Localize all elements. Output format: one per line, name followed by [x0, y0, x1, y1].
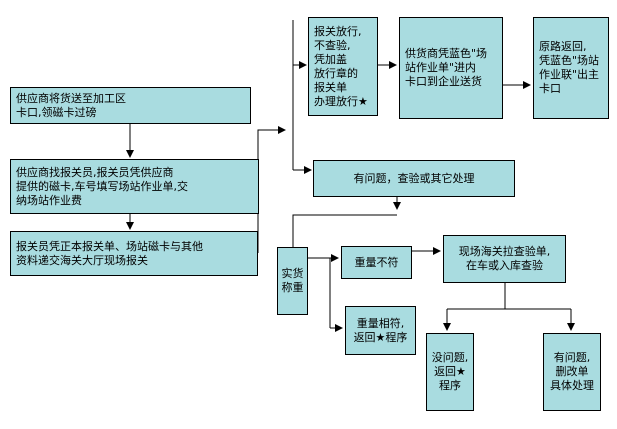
node-text-line: 报关放行, — [314, 24, 362, 38]
node-text-line: 供货商凭蓝色"场 — [405, 47, 488, 60]
node-text-line: 在车或入库查验 — [466, 259, 543, 272]
node-text-line: 站作业单"进内 — [405, 61, 477, 74]
node-text-line: 报关单 — [314, 80, 347, 94]
node-text-line: 凭加盖 — [314, 52, 347, 66]
node-text-line: 报关员凭正本报关单、场站磁卡与其他 — [16, 239, 203, 253]
node-text-line: 供应商找报关员,报关员凭供应商 — [16, 165, 174, 179]
node-text-line: 卡口,领磁卡过磅 — [16, 105, 97, 119]
connector-to-b8 — [292, 214, 397, 247]
node-text-line: 具体处理 — [550, 379, 594, 392]
node-text-line: 办理放行★ — [314, 94, 368, 108]
node-supplier-delivery: 供应商将货送至加工区 卡口,领磁卡过磅 — [10, 87, 251, 124]
node-text-line: 现场海关拉查验单, — [458, 245, 551, 258]
node-text-line: 程序 — [439, 379, 461, 392]
node-text-line: 返回★程序 — [353, 330, 408, 344]
node-submit-declaration: 报关员凭正本报关单、场站磁卡与其他 资料递交海关大厅现场报关 — [10, 231, 258, 276]
node-text-line: 不查验, — [314, 38, 351, 52]
node-text-line: 有问题, — [553, 351, 591, 364]
node-weight-match: 重量相符, 返回★程序 — [345, 306, 416, 355]
node-release-no-inspection: 报关放行, 不查验, 凭加盖 放行章的 报关单 办理放行★ — [308, 17, 378, 116]
node-text-line: 称重 — [281, 281, 304, 294]
node-weight-mismatch: 重量不符 — [341, 246, 412, 279]
node-has-problem: 有问题, 删改单 具体处理 — [543, 333, 601, 411]
node-text-line: 资料递交海关大厅现场报关 — [16, 253, 148, 267]
node-text-line: 供应商将货送至加工区 — [16, 91, 126, 105]
arrow-b3-split — [257, 126, 286, 253]
node-text-line: 没问题, — [431, 351, 469, 364]
node-text-line: 作业联"出主 — [539, 68, 600, 81]
node-text-line: 返回★ — [434, 365, 466, 378]
node-text-line: 凭蓝色"场站 — [539, 54, 600, 67]
node-no-problem: 没问题, 返回★ 程序 — [426, 333, 474, 411]
node-customs-broker-form: 供应商找报关员,报关员凭供应商 提供的磁卡,车号填写场站作业单,交 纳场站作业费 — [10, 159, 259, 214]
node-text-line: 重量不符 — [354, 255, 399, 269]
node-text-line: 放行章的 — [314, 66, 358, 80]
node-return-exit: 原路返回, 凭蓝色"场站 作业联"出主 卡口 — [533, 17, 609, 119]
node-deliver-to-enterprise: 供货商凭蓝色"场 站作业单"进内 卡口到企业送货 — [399, 17, 503, 119]
node-text-line: 纳场站作业费 — [16, 193, 82, 207]
node-text-line: 删改单 — [555, 365, 589, 378]
node-weigh-goods: 实货 称重 — [277, 247, 308, 315]
node-text-line: 重量相符, — [356, 316, 405, 330]
node-problem-inspection: 有问题，查验或其它处理 — [313, 160, 515, 197]
node-customs-inspection: 现场海关拉查验单, 在车或入库查验 — [443, 235, 566, 283]
node-text-line: 卡口 — [539, 82, 561, 95]
node-text-line: 原路返回, — [539, 40, 587, 53]
node-text-line: 有问题，查验或其它处理 — [353, 171, 475, 185]
node-text-line: 提供的磁卡,车号填写场站作业单,交 — [16, 179, 188, 193]
node-text-line: 卡口到企业送货 — [405, 75, 482, 88]
node-text-line: 实货 — [281, 267, 304, 280]
